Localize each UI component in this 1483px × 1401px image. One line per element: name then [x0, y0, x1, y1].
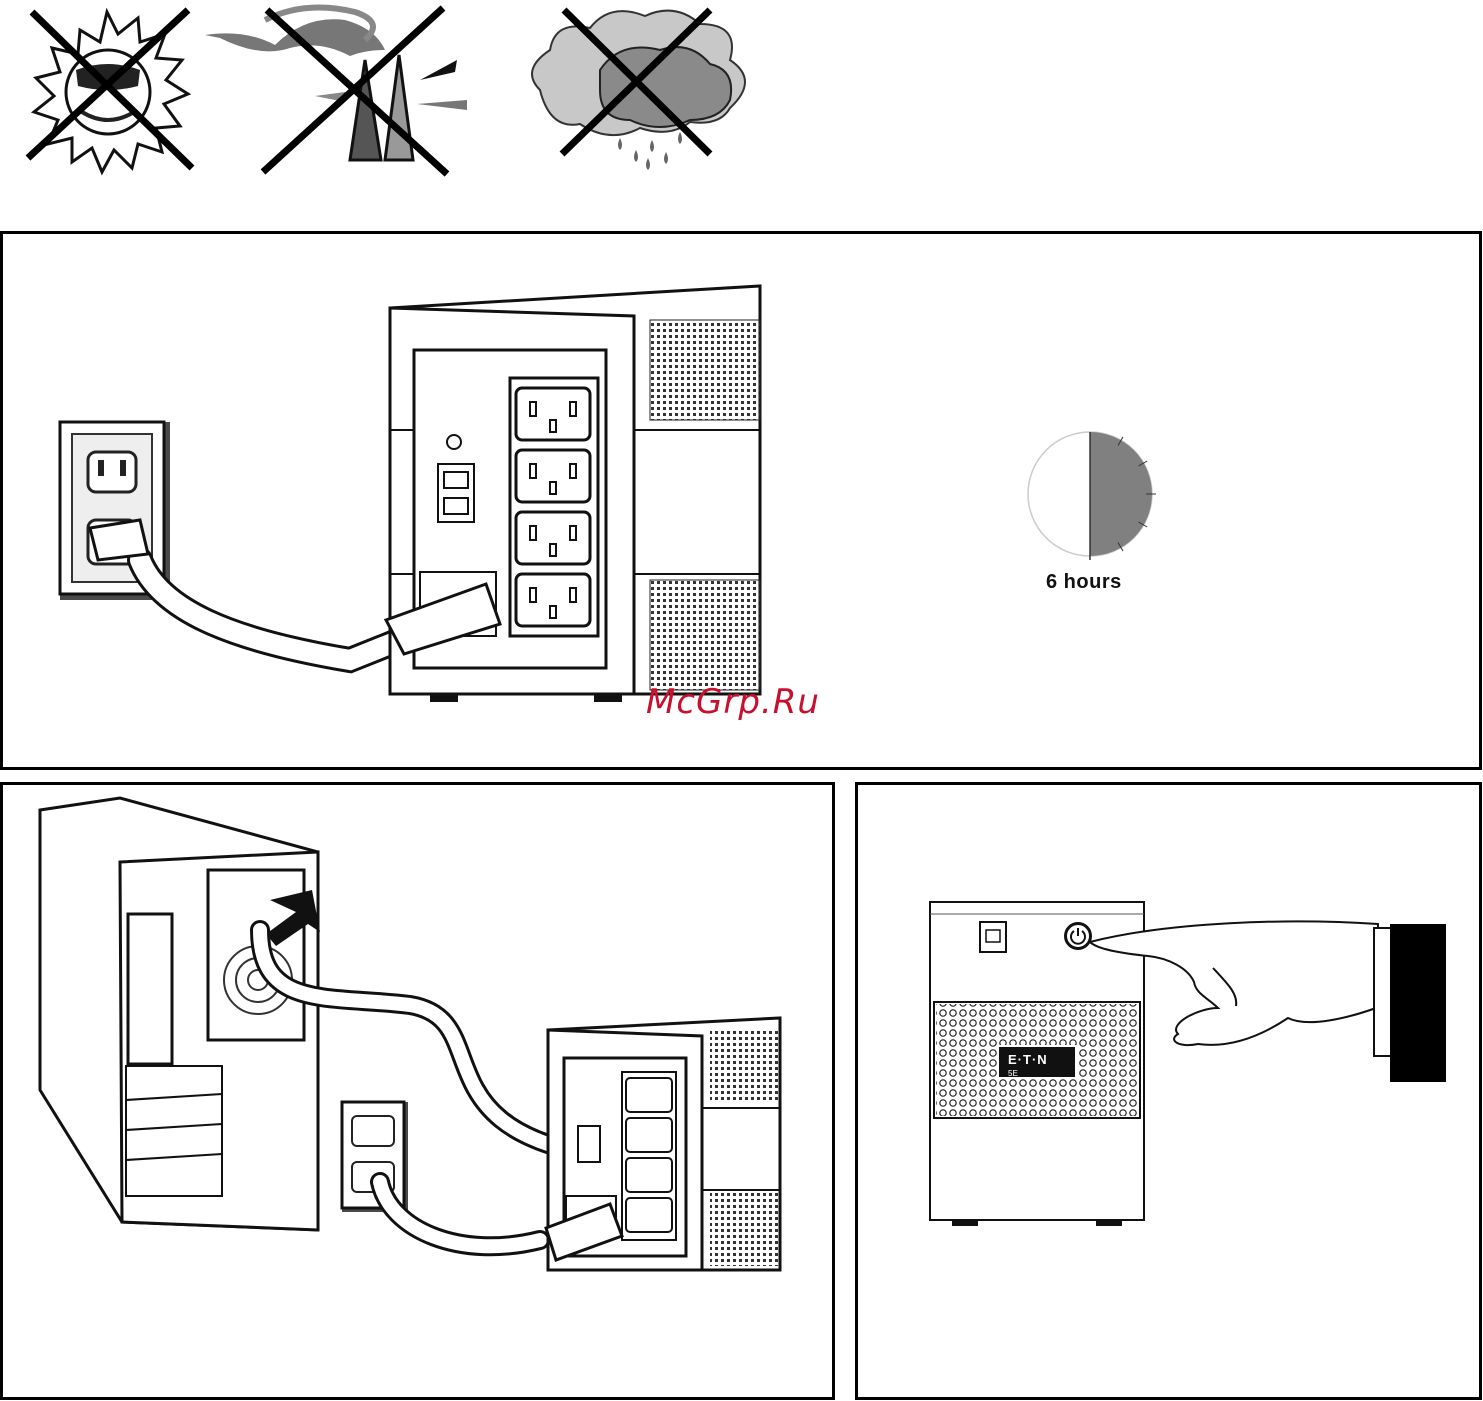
no-sun-icon	[10, 0, 210, 190]
model-label: 5E	[1008, 1069, 1018, 1078]
charge-time-clock	[1010, 420, 1170, 580]
usb-icon	[980, 922, 1006, 952]
no-smoke-icon	[205, 0, 475, 190]
environment-warnings	[0, 0, 760, 200]
ups-rear-wall-connection-illustration	[50, 280, 810, 750]
power-icon	[1067, 925, 1089, 947]
brand-logo: E·T·N	[1008, 1052, 1048, 1067]
computer-to-ups-connection-illustration	[30, 790, 820, 1380]
power-button[interactable]	[1064, 922, 1092, 950]
no-rain-icon	[520, 0, 760, 190]
ups-output-outlets	[510, 378, 598, 636]
ups-front-power-on-illustration	[928, 898, 1448, 1238]
charged-portion	[1090, 432, 1152, 556]
watermark: McGrp.Ru	[646, 682, 820, 722]
charge-time-label: 6 hours	[1046, 571, 1122, 594]
